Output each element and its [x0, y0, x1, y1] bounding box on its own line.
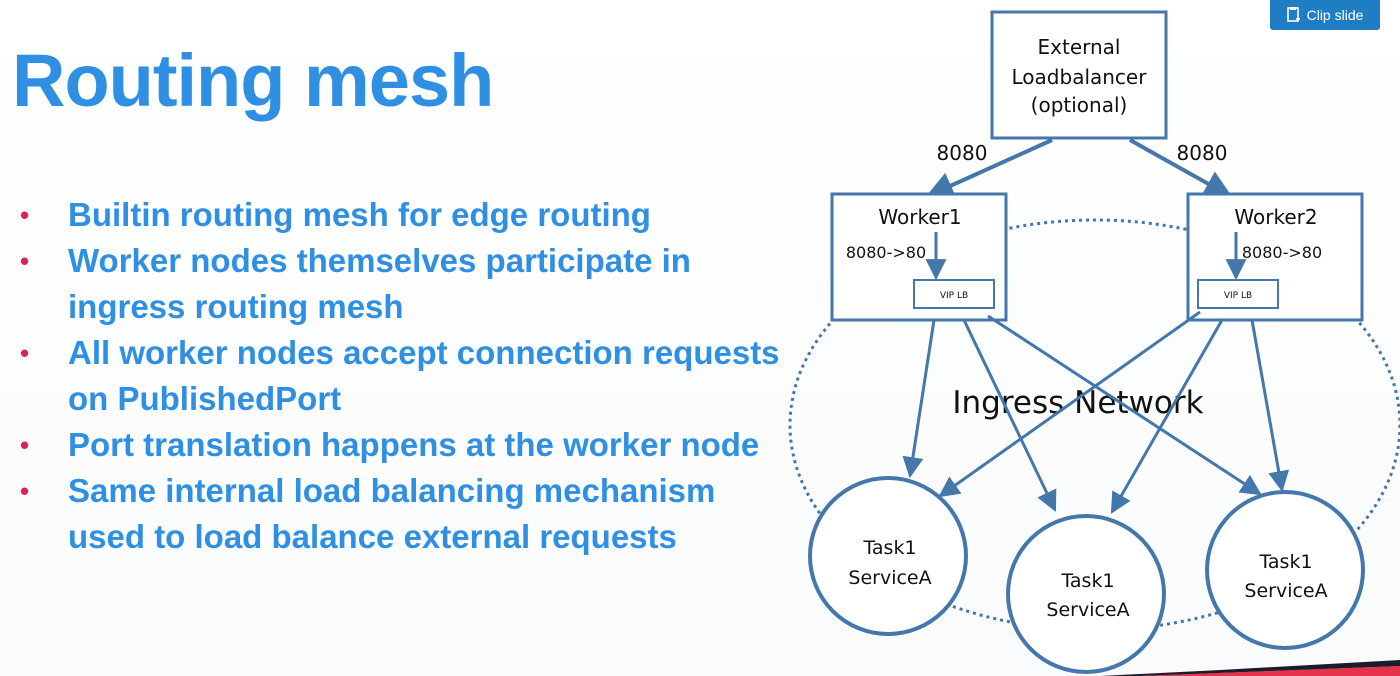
worker1-vip-lb-label: VIP LB — [940, 291, 968, 301]
lb-to-worker2-arrow — [1129, 138, 1233, 198]
bullet-dot: • — [20, 338, 30, 368]
worker2-vip-lb-label: VIP LB — [1224, 291, 1252, 301]
clip-slide-button[interactable]: Clip slide — [1270, 0, 1380, 30]
vip2-to-task-middle-arrow — [1110, 319, 1224, 514]
task-middle-line1: Task1 — [1060, 570, 1114, 592]
task-circle-right — [1205, 490, 1365, 650]
bullet-dot: • — [20, 200, 30, 230]
task-left-line1: Task1 — [862, 537, 916, 559]
worker2-label: Worker2 — [1234, 205, 1317, 229]
external-loadbalancer-box — [990, 10, 1168, 140]
bullet-text: All worker nodes accept connection reque… — [68, 334, 780, 417]
bullet-dot: • — [20, 430, 30, 460]
vip2-to-task-right-arrow — [1250, 319, 1290, 493]
task-middle-line2: ServiceA — [1046, 599, 1129, 621]
task-circle-middle — [1006, 514, 1166, 674]
lb-label-line2: Loadbalancer — [1012, 65, 1148, 89]
bullet-item: • All worker nodes accept connection req… — [20, 330, 800, 422]
slide-title: Routing mesh — [12, 39, 494, 122]
vip1-to-task-left-arrow — [902, 319, 936, 479]
worker1-port-mapping: 8080->80 — [846, 243, 926, 262]
bullet-text: Same internal load balancing mechanism u… — [68, 472, 716, 555]
worker2-port-mapping: 8080->80 — [1242, 243, 1322, 262]
bullet-text: Builtin routing mesh for edge routing — [68, 196, 651, 233]
bullet-list: • Builtin routing mesh for edge routing … — [20, 192, 800, 560]
bullet-text: Port translation happens at the worker n… — [68, 426, 760, 463]
bullet-item: • Builtin routing mesh for edge routing — [20, 192, 800, 238]
lb-label-line3: (optional) — [1031, 93, 1128, 117]
bullet-item: • Port translation happens at the worker… — [20, 422, 800, 468]
bullet-item: • Same internal load balancing mechanism… — [20, 468, 800, 560]
port-label-left: 8080 — [937, 141, 988, 165]
task-right-line1: Task1 — [1258, 551, 1312, 573]
bullet-item: • Worker nodes themselves participate in… — [20, 238, 800, 330]
worker1-vip-lb-box — [913, 279, 995, 309]
lb-to-worker1-arrow — [925, 138, 1053, 199]
task-circle-left — [808, 476, 968, 636]
vip1-to-task-middle-arrow — [962, 319, 1057, 512]
port-label-right: 8080 — [1177, 141, 1228, 165]
bullet-dot: • — [20, 476, 30, 506]
worker1-label: Worker1 — [878, 205, 961, 229]
vip2-to-task-left-arrow — [938, 310, 1201, 498]
bullet-dot: • — [20, 246, 30, 276]
ingress-network-boundary — [788, 218, 1400, 632]
task-right-line2: ServiceA — [1244, 580, 1327, 602]
bullet-text: Worker nodes themselves participate in i… — [68, 242, 691, 325]
lb-label-line1: External — [1038, 35, 1121, 59]
task-left-line2: ServiceA — [848, 567, 931, 589]
vip1-to-task-right-arrow — [987, 314, 1262, 496]
worker2-vip-lb-box — [1197, 279, 1279, 309]
decorative-bottom-stripe — [1100, 660, 1400, 676]
clip-slide-icon — [1286, 7, 1301, 23]
ingress-network-label: Ingress Network — [952, 385, 1203, 421]
clip-slide-label: Clip slide — [1306, 7, 1364, 23]
